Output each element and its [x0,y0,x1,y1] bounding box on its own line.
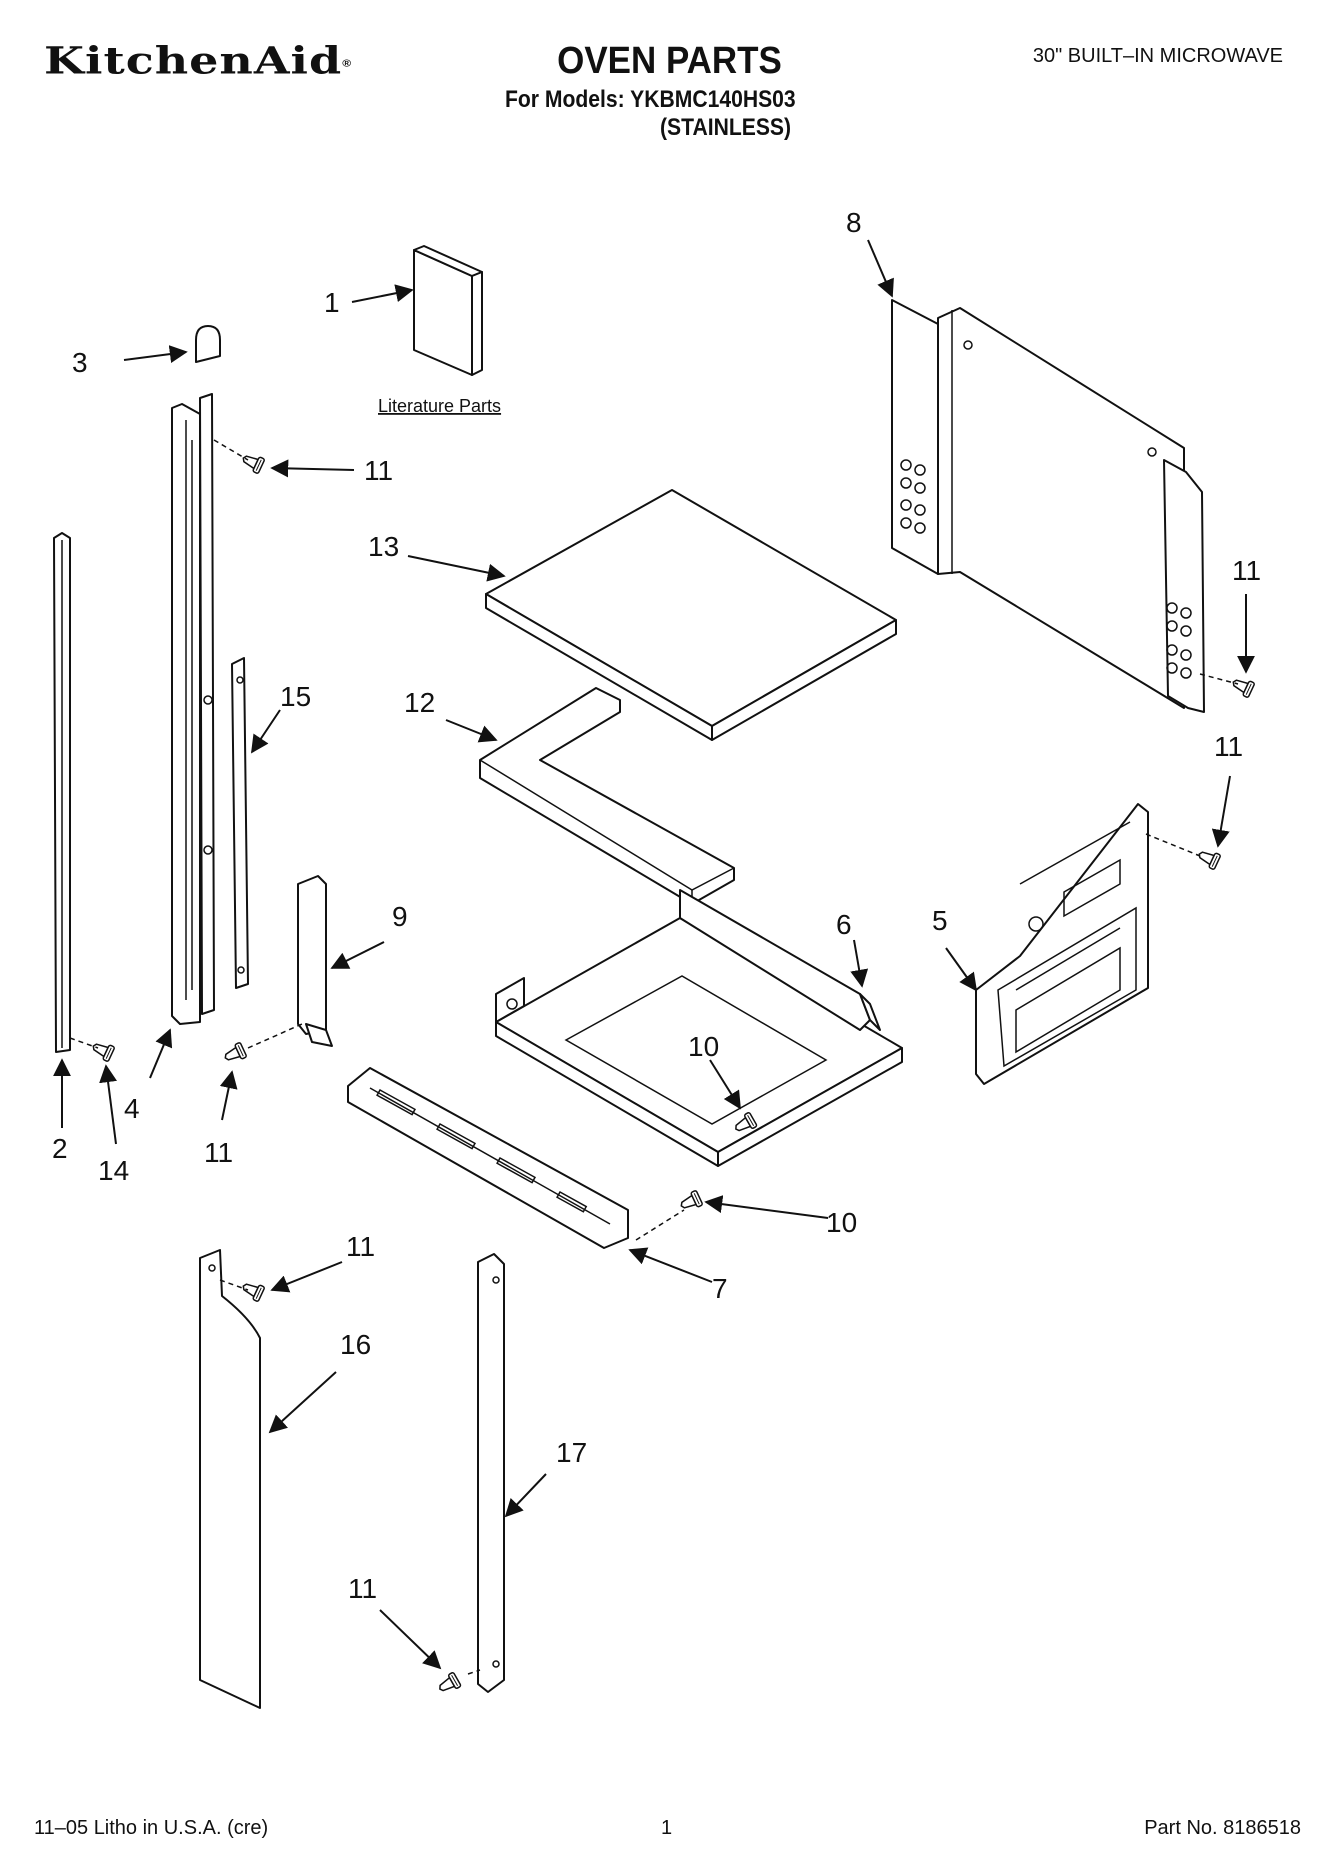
callout-12: 12 [404,687,435,718]
screw-icon [1195,846,1222,871]
callout-8: 8 [846,207,862,238]
callout-4: 4 [124,1093,140,1124]
callout-7: 7 [712,1273,728,1304]
callout-5: 5 [932,905,948,936]
callout-1: 1 [324,287,340,318]
literature-parts-label: Literature Parts [378,396,501,416]
page-title: OVEN PARTS [557,40,782,82]
callout-17: 17 [556,1437,587,1468]
callout-11: 11 [1232,555,1261,586]
cavity-bottom-tray [495,889,903,1167]
callout-11: 11 [364,455,393,486]
callout-11: 11 [1214,731,1243,762]
front-vent-trim [347,1067,629,1249]
callout-11: 11 [348,1573,377,1604]
literature-parts-booklet [413,245,483,376]
finish-label: (STAINLESS) [660,114,792,141]
callout-6: 6 [836,909,852,940]
part-number: Part No. 8186518 [1144,1817,1301,1839]
models-line: For Models: YKBMC140HS03 [505,86,796,113]
screw-icon [239,450,266,475]
page-number: 1 [661,1817,673,1839]
lower-side-panel [199,1249,261,1709]
trim-cap [195,325,221,363]
screw-icon [435,1671,462,1697]
lower-trim-strip [477,1253,505,1693]
side-trim-rail [171,393,215,1025]
callout-14: 14 [98,1155,129,1186]
callout-2: 2 [52,1133,68,1164]
callout-13: 13 [368,531,399,562]
callout-3: 3 [72,347,88,378]
vent-bracket [297,875,333,1047]
side-rod [53,532,71,1053]
side-strip [231,657,249,989]
screw-icon [221,1041,248,1066]
litho-note: 11–05 Litho in U.S.A. (cre) [34,1817,269,1839]
side-wall-panel [975,803,1149,1085]
screw-icon [89,1038,116,1063]
callout-10: 10 [688,1031,719,1062]
callout-10: 10 [826,1207,857,1238]
callout-11: 11 [204,1137,233,1168]
rear-wall-panel [891,299,1205,713]
screw-icon [677,1189,704,1214]
callout-16: 16 [340,1329,371,1360]
brand-logo: KitchenAid® [44,38,353,83]
callout-15: 15 [280,681,311,712]
top-insulation-panel [485,489,897,741]
callout-9: 9 [392,901,408,932]
callout-11: 11 [346,1231,375,1262]
product-type: 30" BUILT–IN MICROWAVE [1032,45,1283,67]
screw-icon [239,1278,266,1303]
screw-icon [1229,674,1256,699]
